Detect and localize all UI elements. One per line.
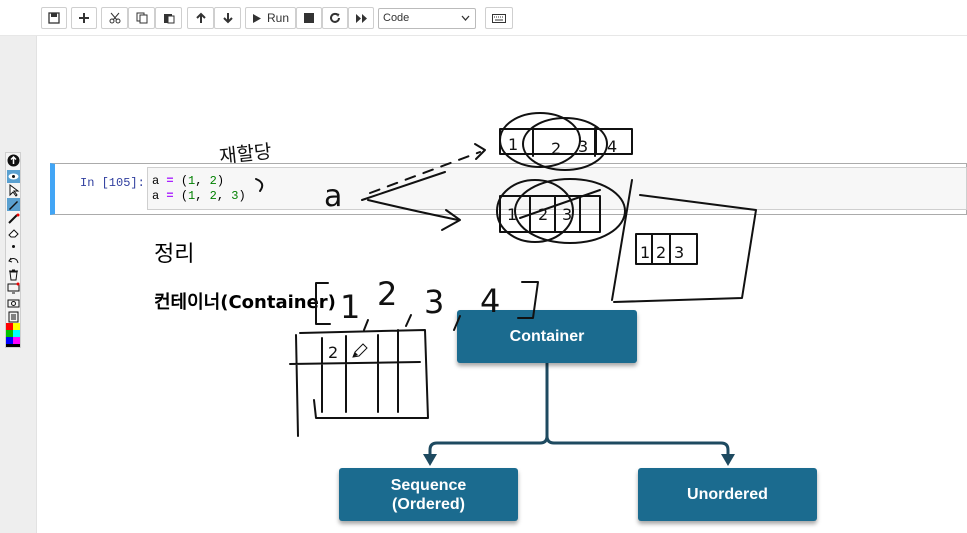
cell-prompt: In [105]: (80, 176, 145, 190)
color-blue-swatch[interactable] (6, 337, 13, 344)
tuple-top-cell: 4 (607, 137, 617, 156)
dot-icon[interactable] (7, 240, 20, 253)
dashed-arrowhead (474, 143, 486, 160)
trash-icon[interactable] (7, 268, 20, 281)
color-red-swatch[interactable] (6, 323, 13, 330)
interrupt-button[interactable] (296, 7, 322, 29)
run-label: Run (266, 11, 289, 25)
cursor-icon[interactable] (7, 184, 20, 197)
pen-palette (5, 152, 21, 348)
pen-icon[interactable] (7, 198, 20, 211)
paste-icon (163, 14, 174, 24)
save-button[interactable] (41, 7, 67, 29)
fast-forward-icon (355, 13, 367, 23)
highlighter-icon[interactable] (7, 212, 20, 225)
eraser-icon[interactable] (7, 226, 20, 239)
tuple-right-cell: 2 (656, 243, 666, 262)
tuple-top-cell: 1 (508, 135, 518, 154)
unordered-box: Unordered (638, 468, 817, 521)
color-magenta-swatch[interactable] (13, 337, 20, 344)
cut-button[interactable] (101, 7, 128, 29)
color-cyan-swatch[interactable] (13, 330, 20, 337)
keyboard-icon (492, 13, 506, 23)
save-icon (48, 12, 60, 24)
stop-icon (304, 13, 314, 23)
move-down-button[interactable] (214, 7, 241, 29)
camera-icon[interactable] (7, 296, 20, 309)
arrow-down-icon (222, 13, 233, 24)
bracket-list-item: 2 (377, 275, 397, 313)
ink-grid (289, 329, 429, 437)
eye-icon[interactable] (7, 170, 20, 183)
tuple-top-cell: 3 (578, 137, 588, 156)
code-line-1: a = (1, 2) (152, 174, 225, 188)
run-button[interactable]: Run (245, 7, 296, 29)
paste-button[interactable] (155, 7, 182, 29)
screen-icon[interactable] (7, 282, 20, 295)
ink-tuple-right-grid (635, 233, 698, 265)
command-palette-button[interactable] (485, 7, 513, 29)
insert-cell-button[interactable] (71, 7, 97, 29)
grid-cell: 2 (328, 343, 338, 362)
container-subheading: 컨테이너(Container) (154, 292, 336, 313)
cell-type-select[interactable]: Code (378, 8, 476, 29)
container-box: Container (457, 310, 637, 363)
cell-type-value: Code (383, 12, 410, 24)
ink-commas (363, 314, 461, 331)
plus-icon (79, 13, 89, 23)
color-green-swatch[interactable] (6, 330, 13, 337)
sequence-ordered-label: (Ordered) (392, 495, 465, 513)
restart-icon (330, 12, 340, 23)
page-margin-edge (36, 36, 37, 533)
pencil-cursor-icon (352, 343, 368, 358)
tuple-right-cell: 1 (640, 243, 650, 262)
run-icon (252, 13, 261, 23)
sequence-label: Sequence (390, 476, 467, 494)
tuple-right-cell: 3 (674, 243, 684, 262)
restart-run-all-button[interactable] (348, 7, 374, 29)
tuple-top-cell: 2 (551, 139, 561, 158)
move-up-button[interactable] (187, 7, 214, 29)
notebook-toolbar: Run Code (0, 0, 967, 36)
undo-icon[interactable] (7, 254, 20, 267)
code-line-2: a = (1, 2, 3) (152, 189, 246, 203)
ink-ellipse-1 (499, 112, 581, 168)
restart-button[interactable] (322, 7, 348, 29)
clipboard-icon[interactable] (7, 310, 20, 323)
color-yellow-swatch[interactable] (13, 323, 20, 330)
copy-icon (136, 12, 147, 24)
ink-tuple-top-grid (499, 127, 633, 157)
copy-button[interactable] (128, 7, 155, 29)
bracket-list-item: 3 (424, 283, 444, 321)
color-black-swatch[interactable] (6, 344, 20, 347)
chevron-down-icon (461, 15, 470, 21)
bracket-list-item: 1 (340, 288, 360, 326)
cell-input[interactable] (147, 167, 967, 210)
cut-icon (109, 12, 120, 24)
sequence-box: Sequence (Ordered) (339, 468, 518, 521)
arrow-up-icon (195, 12, 206, 23)
toggle-icon[interactable] (7, 154, 20, 167)
summary-heading: 정리 (154, 242, 195, 267)
